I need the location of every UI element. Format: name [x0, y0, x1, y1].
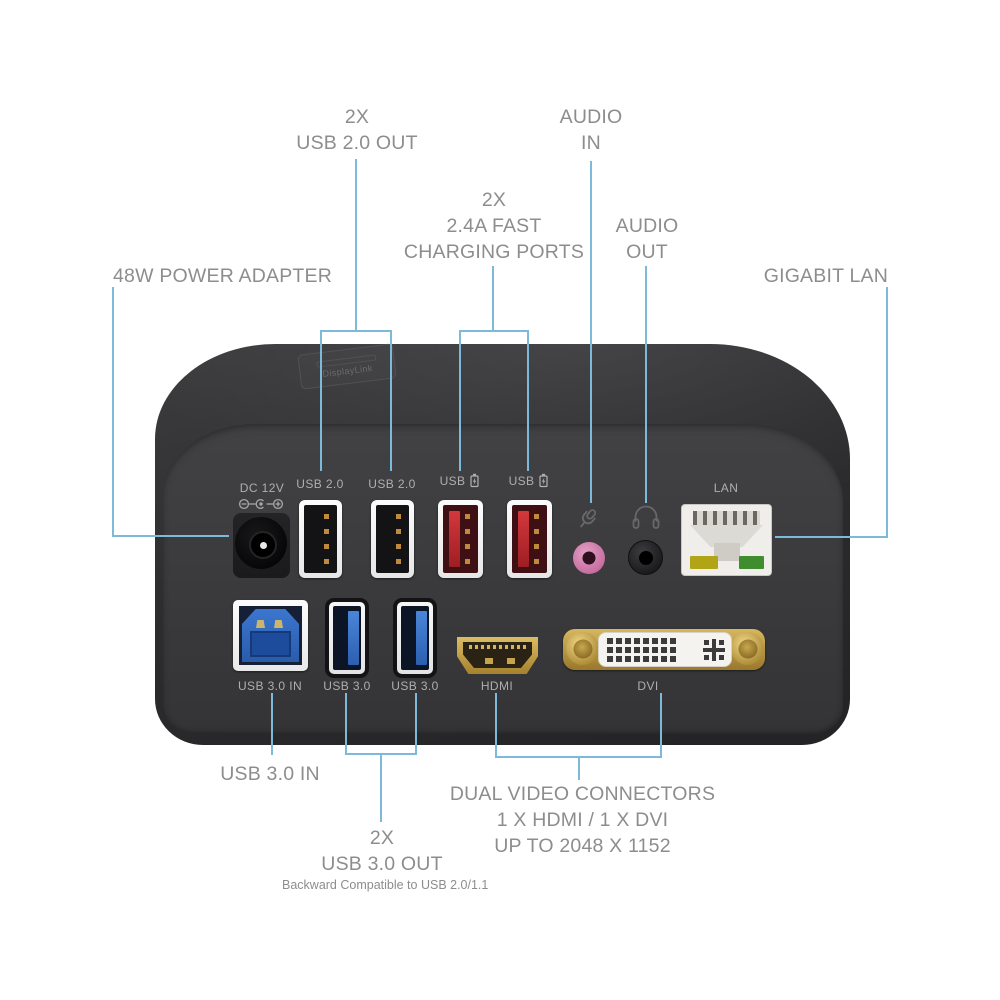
- dock-front-panel: [163, 424, 843, 734]
- callout-usb3-in: USB 3.0 IN: [220, 763, 320, 785]
- callout-line-audio-out: [645, 266, 647, 503]
- usb-tongue: [518, 511, 529, 567]
- dvi-face: [598, 632, 732, 667]
- port-label-charge-1: USB: [420, 473, 500, 488]
- usb-contacts: [534, 514, 539, 570]
- port-label-dvi: DVI: [637, 679, 659, 693]
- callout-usb3-out-line2: USB 3.0 OUT: [321, 853, 443, 875]
- callout-line-power-v: [112, 287, 114, 537]
- dc-jack-pin: [259, 541, 267, 549]
- usb3-port-2: [393, 598, 437, 678]
- dvi-pin-grid: [607, 638, 676, 662]
- hdmi-port: [457, 637, 538, 674]
- callout-audio-in-line1: AUDIO: [559, 106, 623, 128]
- usb-contacts: [396, 514, 401, 570]
- usb3-port-1: [325, 598, 369, 678]
- callout-usb3-out-note: Backward Compatible to USB 2.0/1.1: [282, 878, 489, 892]
- audio-in-jack: [573, 542, 605, 574]
- usb-tongue: [416, 611, 427, 665]
- callout-fast-charge-line2: 2.4A FAST: [446, 215, 542, 237]
- lan-contacts: [693, 511, 760, 526]
- callout-usb2-out-line2: USB 2.0 OUT: [296, 132, 418, 154]
- port-label-usb2-2: USB 2.0: [368, 477, 416, 491]
- callout-line-lan-h: [775, 536, 888, 538]
- lan-led-green: [739, 556, 764, 569]
- callout-line-video-right: [660, 693, 662, 756]
- callout-line-charge-stem: [492, 266, 494, 330]
- dc-jack-hole: [249, 531, 277, 559]
- audio-in-hole: [582, 551, 596, 565]
- lan-led-yellow: [690, 556, 718, 569]
- port-label-dc: DC 12V: [239, 481, 285, 495]
- callout-audio-in: AUDIO IN: [531, 104, 651, 156]
- audio-out-jack: [628, 540, 663, 575]
- callout-gigabit-lan: GIGABIT LAN: [763, 265, 888, 287]
- usb2-port-1: [299, 500, 342, 578]
- port-label-lan: LAN: [713, 481, 739, 495]
- port-label-hdmi: HDMI: [480, 679, 514, 693]
- callout-fast-charge-line3: CHARGING PORTS: [403, 241, 585, 263]
- callout-line-video-stem: [578, 756, 580, 780]
- port-label-usb2-1: USB 2.0: [296, 477, 344, 491]
- callout-line-charge-bracket: [459, 330, 529, 332]
- usb-b-pin: [274, 620, 283, 628]
- callout-line-usb2-left: [320, 330, 322, 471]
- callout-line-usb3out-stem: [380, 753, 382, 822]
- charging-port-2: [507, 500, 552, 578]
- usb-b-pin: [256, 620, 265, 628]
- charging-port-1: [438, 500, 483, 578]
- callout-usb2-out: 2X USB 2.0 OUT: [257, 104, 457, 156]
- callout-dual-video-line3: UP TO 2048 X 1152: [494, 835, 671, 857]
- dc-polarity-icon: [238, 498, 284, 510]
- usb2-port-2: [371, 500, 414, 578]
- callout-line-charge-left: [459, 330, 461, 471]
- callout-usb3-out-line1: 2X: [369, 827, 395, 849]
- usb-contacts: [465, 514, 470, 570]
- callout-line-usb2-stem: [355, 159, 357, 330]
- callout-line-usb2-right: [390, 330, 392, 471]
- callout-line-usb3in: [271, 693, 273, 755]
- port-label-charge-2: USB: [489, 473, 569, 488]
- callout-audio-out-line2: OUT: [626, 241, 668, 263]
- callout-line-usb3out-right: [415, 693, 417, 753]
- dvi-analog-cross-icon: [703, 639, 725, 661]
- audio-out-hole: [638, 550, 653, 565]
- usb-tongue: [348, 611, 359, 665]
- callout-power-adapter: 48W POWER ADAPTER: [113, 265, 333, 287]
- dvi-screw-right: [731, 632, 764, 665]
- callout-line-audio-in: [590, 161, 592, 503]
- dvi-screw-left: [566, 632, 599, 665]
- callout-line-lan-v: [886, 287, 888, 538]
- callout-dual-video: DUAL VIDEO CONNECTORS 1 X HDMI / 1 X DVI…: [430, 781, 735, 859]
- battery-charging-icon: [470, 473, 480, 488]
- callout-audio-out-line1: AUDIO: [615, 215, 679, 237]
- callout-fast-charge: 2X 2.4A FAST CHARGING PORTS: [384, 187, 604, 265]
- dc-power-jack: [235, 517, 287, 569]
- callout-dual-video-line2: 1 X HDMI / 1 X DVI: [496, 809, 669, 831]
- callout-audio-out: AUDIO OUT: [587, 213, 707, 265]
- port-label-usb3-in: USB 3.0 IN: [237, 679, 303, 693]
- microphone-icon: [580, 509, 597, 528]
- usb-tongue: [449, 511, 460, 567]
- callout-usb3-out: 2X USB 3.0 OUT Backward Compatible to US…: [282, 825, 489, 893]
- usb3-b-port: [233, 600, 308, 671]
- callout-line-power-h: [112, 535, 229, 537]
- usb-contacts: [324, 514, 329, 570]
- callout-fast-charge-line1: 2X: [481, 189, 507, 211]
- hdmi-contacts: [469, 645, 526, 649]
- callout-line-video-left: [495, 693, 497, 756]
- headphones-icon: [632, 505, 660, 529]
- callout-line-usb2-bracket: [320, 330, 392, 332]
- lan-port: [681, 504, 772, 576]
- callout-audio-in-line2: IN: [581, 132, 601, 154]
- callout-line-usb3out-left: [345, 693, 347, 753]
- callout-usb2-out-line1: 2X: [344, 106, 370, 128]
- callout-line-charge-right: [527, 330, 529, 471]
- callout-dual-video-line1: DUAL VIDEO CONNECTORS: [449, 783, 716, 805]
- port-label-usb3-1: USB 3.0: [323, 679, 371, 693]
- port-label-usb3-2: USB 3.0: [391, 679, 439, 693]
- battery-charging-icon: [539, 473, 549, 488]
